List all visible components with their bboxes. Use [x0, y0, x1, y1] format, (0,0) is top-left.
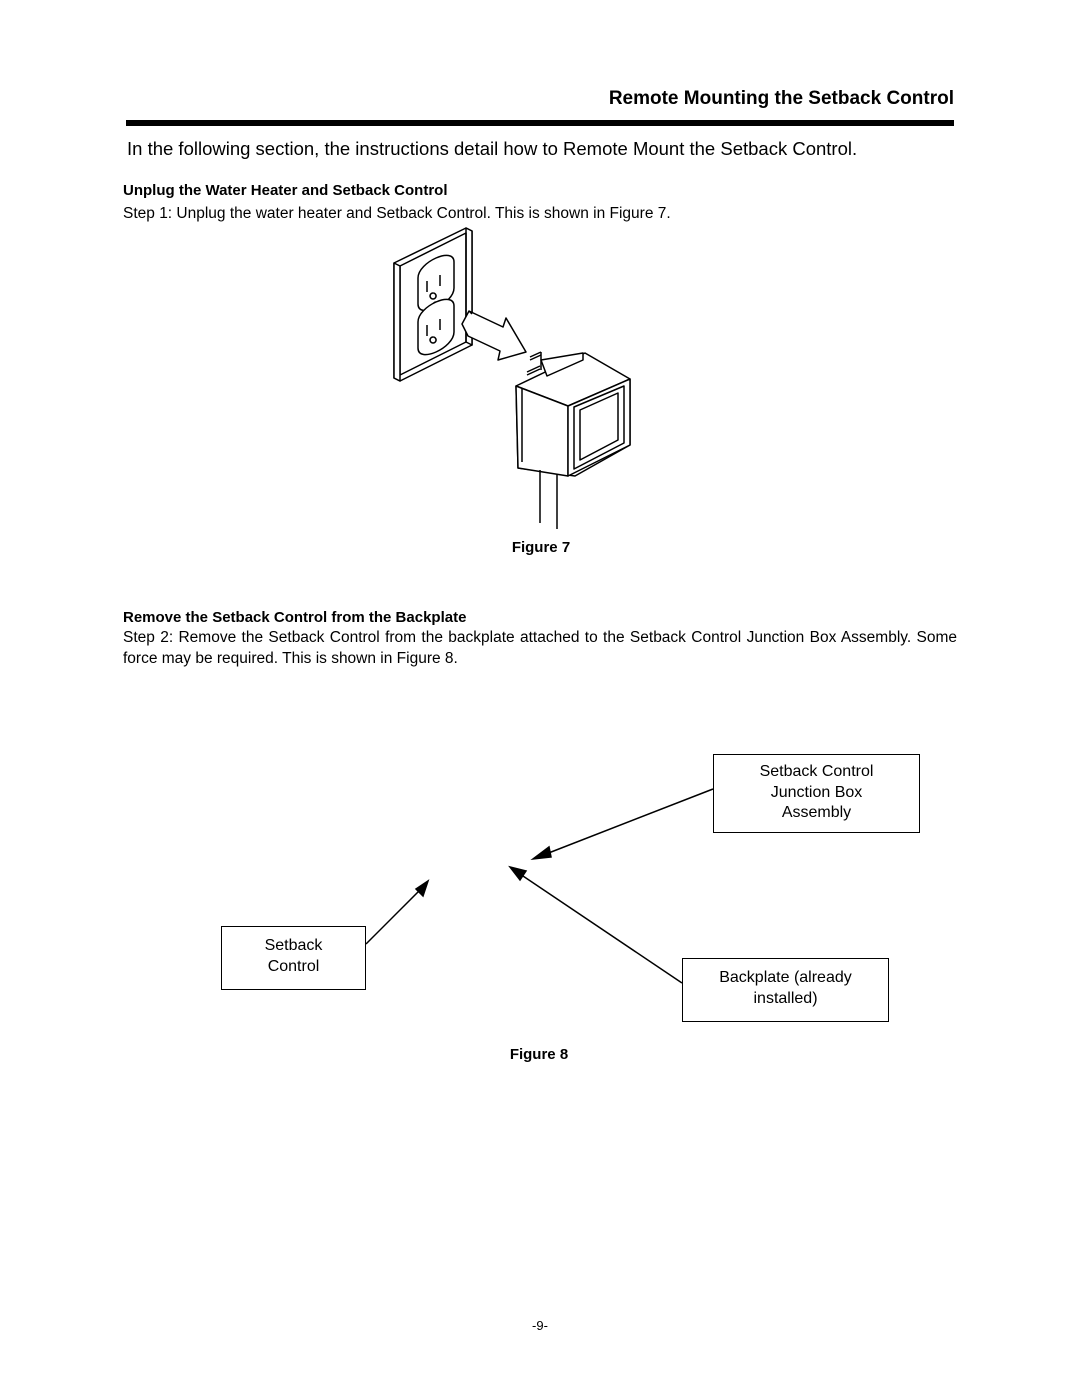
junction-box-leader: [545, 788, 714, 855]
outlet-upper: [417, 254, 455, 312]
backplate-label-line2: installed): [753, 989, 818, 1007]
backplate-label: Backplate (already installed): [682, 958, 889, 1022]
junction-box-label-line2: Junction Box: [770, 783, 863, 801]
backplate-leader: [519, 873, 683, 984]
junction-box-arrowhead: [530, 845, 552, 861]
title-rule: [126, 120, 954, 126]
figure-8-caption: Figure 8: [509, 1046, 569, 1063]
section1-step: Step 1: Unplug the water heater and Setb…: [123, 205, 671, 222]
junction-box-label-line3: Assembly: [781, 804, 852, 821]
section1-heading: Unplug the Water Heater and Setback Cont…: [123, 182, 448, 199]
setback-control-label: Setback Control: [221, 926, 366, 990]
section2-heading: Remove the Setback Control from the Back…: [123, 609, 467, 626]
setback-control-label-line2: Control: [267, 957, 320, 975]
figure-7-caption: Figure 7: [511, 539, 571, 556]
unplug-arrow: [461, 310, 527, 361]
backplate-arrowhead: [508, 865, 528, 882]
intro-text: In the following section, the instructio…: [127, 138, 858, 159]
section2-step: Step 2: Remove the Setback Control from …: [123, 629, 957, 667]
junction-box-label: Setback Control Junction Box Assembly: [713, 754, 920, 833]
setback-control-arrowhead: [414, 879, 430, 898]
setback-control-leader: [365, 888, 422, 945]
page-number: -9-: [532, 1318, 548, 1333]
outlet-lower: [417, 298, 455, 356]
junction-box-label-line1: Setback Control: [759, 763, 874, 780]
backplate-label-line1: Backplate (already: [719, 969, 852, 986]
setback-control-label-line1: Setback: [264, 937, 323, 954]
page-title: Remote Mounting the Setback Control: [608, 88, 954, 109]
